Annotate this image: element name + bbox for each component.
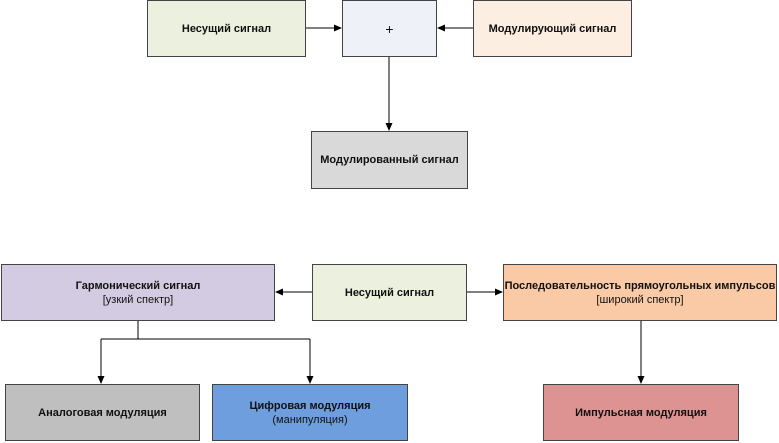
rectangular-pulses-box: Последовательность прямоугольных импульс…: [503, 264, 777, 321]
rectangular-pulses-title: Последовательность прямоугольных импульс…: [504, 279, 776, 292]
harmonic-signal-title: Гармонический сигнал: [75, 279, 201, 292]
plus-symbol: +: [385, 20, 394, 37]
digital-modulation-subtitle: (манипуляция): [272, 413, 348, 426]
carrier-signal-label: Несущий сигнал: [181, 22, 272, 35]
modulated-signal-box: Модулированный сигнал: [311, 131, 468, 189]
analog-modulation-box: Аналоговая модуляция: [5, 384, 200, 441]
pulse-modulation-box: Импульсная модуляция: [543, 384, 739, 441]
digital-modulation-box: Цифровая модуляция (манипуляция): [212, 384, 408, 441]
modulated-signal-label: Модулированный сигнал: [320, 154, 459, 166]
rectangular-pulses-subtitle: [широкий спектр]: [596, 293, 684, 306]
modulating-signal-box: Модулирующий сигнал: [473, 0, 632, 57]
harmonic-signal-subtitle: [узкий спектр]: [102, 293, 174, 306]
analog-modulation-label: Аналоговая модуляция: [38, 406, 167, 419]
pulse-modulation-label: Импульсная модуляция: [575, 406, 707, 419]
digital-modulation-title: Цифровая модуляция: [249, 399, 371, 412]
carrier-signal-label-bottom: Несущий сигнал: [344, 286, 435, 299]
carrier-signal-box-top: Несущий сигнал: [147, 0, 306, 57]
modulating-signal-label: Модулирующий сигнал: [488, 22, 617, 35]
harmonic-signal-box: Гармонический сигнал [узкий спектр]: [1, 264, 275, 321]
carrier-signal-box-bottom: Несущий сигнал: [312, 264, 467, 321]
summation-box: +: [342, 0, 437, 57]
